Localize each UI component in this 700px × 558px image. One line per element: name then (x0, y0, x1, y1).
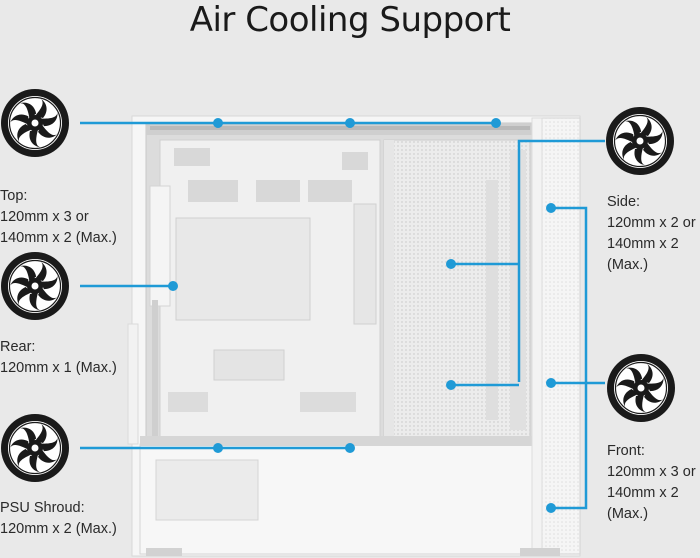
front-heading: Front: (607, 443, 645, 459)
top-heading: Top: (0, 188, 28, 204)
top-spec-2: 140mm x 2 (Max.) (0, 230, 117, 246)
callout-lines (80, 121, 605, 510)
side-spec-3: (Max.) (607, 257, 649, 273)
psu-heading: PSU Shroud: (0, 500, 85, 516)
fan-icon (0, 413, 70, 483)
front-spec-1: 120mm x 3 or (607, 464, 696, 480)
front-fan-label: Front: 120mm x 3 or 140mm x 2 (Max.) (607, 441, 696, 525)
pc-case (127, 115, 581, 557)
fan-icon (0, 251, 70, 321)
fan-icon (605, 106, 675, 176)
side-heading: Side: (607, 194, 641, 210)
callout-dots (168, 118, 556, 513)
side-spec-1: 120mm x 2 or (607, 215, 696, 231)
page-title: Air Cooling Support (189, 0, 511, 40)
side-spec-2: 140mm x 2 (607, 236, 679, 252)
top-spec-1: 120mm x 3 or (0, 209, 89, 225)
side-fan-label: Side: 120mm x 2 or 140mm x 2 (Max.) (607, 192, 696, 276)
psu-spec-1: 120mm x 2 (Max.) (0, 521, 117, 537)
rear-fan-label: Rear: 120mm x 1 (Max.) (0, 337, 117, 379)
psu-shroud-fan-label: PSU Shroud: 120mm x 2 (Max.) (0, 498, 117, 540)
front-spec-2: 140mm x 2 (607, 485, 679, 501)
fan-icon (606, 353, 676, 423)
rear-spec-1: 120mm x 1 (Max.) (0, 360, 117, 376)
fan-icon (0, 88, 70, 158)
front-spec-3: (Max.) (607, 506, 649, 522)
top-fan-label: Top: 120mm x 3 or 140mm x 2 (Max.) (0, 186, 117, 249)
rear-heading: Rear: (0, 339, 36, 355)
